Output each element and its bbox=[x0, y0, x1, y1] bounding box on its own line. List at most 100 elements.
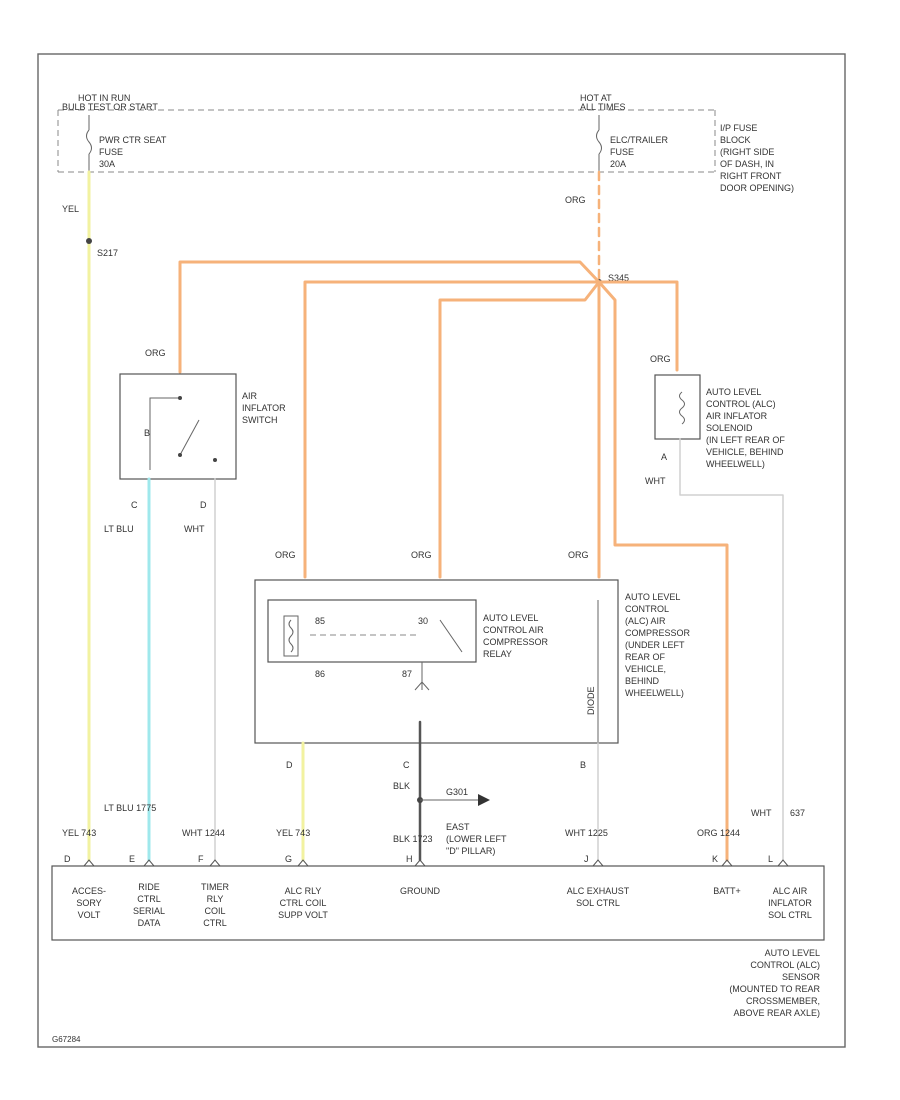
air-inflator-switch: ORG B AIR INFLATOR SWITCH C D bbox=[119, 348, 286, 510]
switch-label-1: AIR bbox=[242, 391, 258, 401]
solenoid-label-7: WHEELWELL) bbox=[706, 459, 765, 469]
fuse-block-location-4: OF DASH, IN bbox=[720, 159, 774, 169]
solenoid-pin-a: A bbox=[661, 452, 667, 462]
solenoid-label-3: AIR INFLATOR bbox=[706, 411, 768, 421]
org-feed-label: ORG bbox=[565, 195, 586, 205]
sensor-wire-label-7b: 637 bbox=[790, 808, 805, 818]
relay-pin-c: C bbox=[403, 760, 410, 770]
relay-pin-d: D bbox=[286, 760, 293, 770]
sensor-label-3b: RLY bbox=[207, 894, 224, 904]
sensor-pin-e: E bbox=[129, 854, 135, 864]
left-hot-line1: HOT IN RUN bbox=[78, 93, 130, 103]
splice-right-label: S345 bbox=[608, 273, 629, 283]
relay-pin-30: 30 bbox=[418, 616, 428, 626]
fuse-block: HOT IN RUN BULB TEST OR START PWR CTR SE… bbox=[57, 93, 794, 193]
relay-pin-b: B bbox=[580, 760, 586, 770]
sensor-pin-marks bbox=[83, 859, 789, 867]
org-wire-to-solenoid bbox=[597, 280, 679, 372]
org-wire-to-switch bbox=[178, 260, 601, 374]
footer-code: G67284 bbox=[52, 1035, 81, 1044]
sensor-pin-j: J bbox=[584, 854, 589, 864]
relay-pin-87: 87 bbox=[402, 669, 412, 679]
switch-pin-b: B bbox=[144, 428, 150, 438]
sensor-wire-label-4: BLK 1723 bbox=[393, 834, 433, 844]
sensor-pin-f: F bbox=[198, 854, 204, 864]
relay-label-2: CONTROL AIR bbox=[483, 625, 544, 635]
module-label-2: CONTROL bbox=[625, 604, 669, 614]
ground-label-1: EAST bbox=[446, 822, 470, 832]
org-wire-to-relay-30 bbox=[438, 280, 601, 579]
relay-pin-85: 85 bbox=[315, 616, 325, 626]
wht-switch-label: WHT bbox=[184, 524, 205, 534]
fuse-block-location-6: DOOR OPENING) bbox=[720, 183, 794, 193]
module-label-4: COMPRESSOR bbox=[625, 628, 691, 638]
left-hot-line2: BULB TEST OR START bbox=[62, 102, 158, 112]
sensor-wire-label-1: YEL 743 bbox=[62, 828, 96, 838]
sensor-label-1b: SORY bbox=[76, 898, 101, 908]
sensor-wire-label-2: WHT 1244 bbox=[182, 828, 225, 838]
sensor-label-1c: VOLT bbox=[78, 910, 101, 920]
sensor-label-2a: RIDE bbox=[138, 882, 160, 892]
module-label-7: VEHICLE, bbox=[625, 664, 666, 674]
sensor-label-2c: SERIAL bbox=[133, 906, 165, 916]
fuse-block-location-5: RIGHT FRONT bbox=[720, 171, 782, 181]
sensor-label-3a: TIMER bbox=[201, 882, 229, 892]
sensor-wire-label-5: WHT 1225 bbox=[565, 828, 608, 838]
sensor-label-8a: ALC AIR bbox=[773, 886, 808, 896]
wht-wire-solenoid bbox=[679, 438, 784, 861]
sensor-pin-g: G bbox=[285, 854, 292, 864]
sensor-label-6a: ALC EXHAUST bbox=[567, 886, 630, 896]
relay-org-label-3: ORG bbox=[568, 550, 589, 560]
org-wire-to-batt bbox=[597, 280, 729, 862]
splice-left-label: S217 bbox=[97, 248, 118, 258]
right-hot-line2: ALL TIMES bbox=[580, 102, 626, 112]
right-hot-line1: HOT AT bbox=[580, 93, 612, 103]
sensor-label-5a: GROUND bbox=[400, 886, 440, 896]
solenoid-label-5: (IN LEFT REAR OF bbox=[706, 435, 785, 445]
switch-org-label: ORG bbox=[145, 348, 166, 358]
module-label-9: WHEELWELL) bbox=[625, 688, 684, 698]
blk-upper-label: BLK bbox=[393, 781, 410, 791]
sensor-pin-d: D bbox=[64, 854, 71, 864]
solenoid-label-6: VEHICLE, BEHIND bbox=[706, 447, 784, 457]
sensor-label-8c: SOL CTRL bbox=[768, 910, 812, 920]
module-label-8: BEHIND bbox=[625, 676, 660, 686]
relay-org-label-2: ORG bbox=[411, 550, 432, 560]
left-fuse-line2: FUSE bbox=[99, 147, 123, 157]
relay-label-3: COMPRESSOR bbox=[483, 637, 549, 647]
relay-pin-86: 86 bbox=[315, 669, 325, 679]
compressor-relay-module: ORG ORG ORG 85 86 30 87 AUTO LEVEL CONTR… bbox=[254, 550, 691, 770]
sensor-label-4a: ALC RLY bbox=[285, 886, 322, 896]
switch-label-3: SWITCH bbox=[242, 415, 278, 425]
fuse-block-location-2: BLOCK bbox=[720, 135, 751, 145]
switch-label-2: INFLATOR bbox=[242, 403, 286, 413]
sensor-caption-1: AUTO LEVEL bbox=[765, 948, 820, 958]
relay-diode-label: DIODE bbox=[586, 686, 596, 715]
sensor-caption-4: (MOUNTED TO REAR bbox=[729, 984, 820, 994]
left-fuse-line3: 30A bbox=[99, 159, 115, 169]
sensor-label-2d: DATA bbox=[138, 918, 161, 928]
sensor-caption-2: CONTROL (ALC) bbox=[750, 960, 820, 970]
sensor-label-3d: CTRL bbox=[203, 918, 227, 928]
sensor-label-2b: CTRL bbox=[137, 894, 161, 904]
fuse-block-location-3: (RIGHT SIDE bbox=[720, 147, 774, 157]
diagram-frame bbox=[37, 53, 846, 1048]
ground-g301: G301 EAST (LOWER LEFT "D" PILLAR) bbox=[417, 787, 507, 856]
module-label-5: (UNDER LEFT bbox=[625, 640, 685, 650]
right-fuse-line2: FUSE bbox=[610, 147, 634, 157]
splice-left-dot bbox=[86, 238, 92, 244]
sensor-label-1a: ACCES- bbox=[72, 886, 106, 896]
ground-node-label: G301 bbox=[446, 787, 468, 797]
sensor-wire-label-6: ORG 1244 bbox=[697, 828, 740, 838]
relay-org-label-1: ORG bbox=[275, 550, 296, 560]
sensor-label-4b: CTRL COIL bbox=[280, 898, 327, 908]
lt-blu-circuit-label: LT BLU 1775 bbox=[104, 803, 156, 813]
relay-label-4: RELAY bbox=[483, 649, 512, 659]
sensor-caption-5: CROSSMEMBER, bbox=[746, 996, 820, 1006]
sensor-label-7a: BATT+ bbox=[713, 886, 741, 896]
solenoid-label-1: AUTO LEVEL bbox=[706, 387, 761, 397]
sensor-label-6b: SOL CTRL bbox=[576, 898, 620, 908]
left-fuse-symbol bbox=[86, 115, 92, 172]
sensor-pin-h: H bbox=[406, 854, 413, 864]
